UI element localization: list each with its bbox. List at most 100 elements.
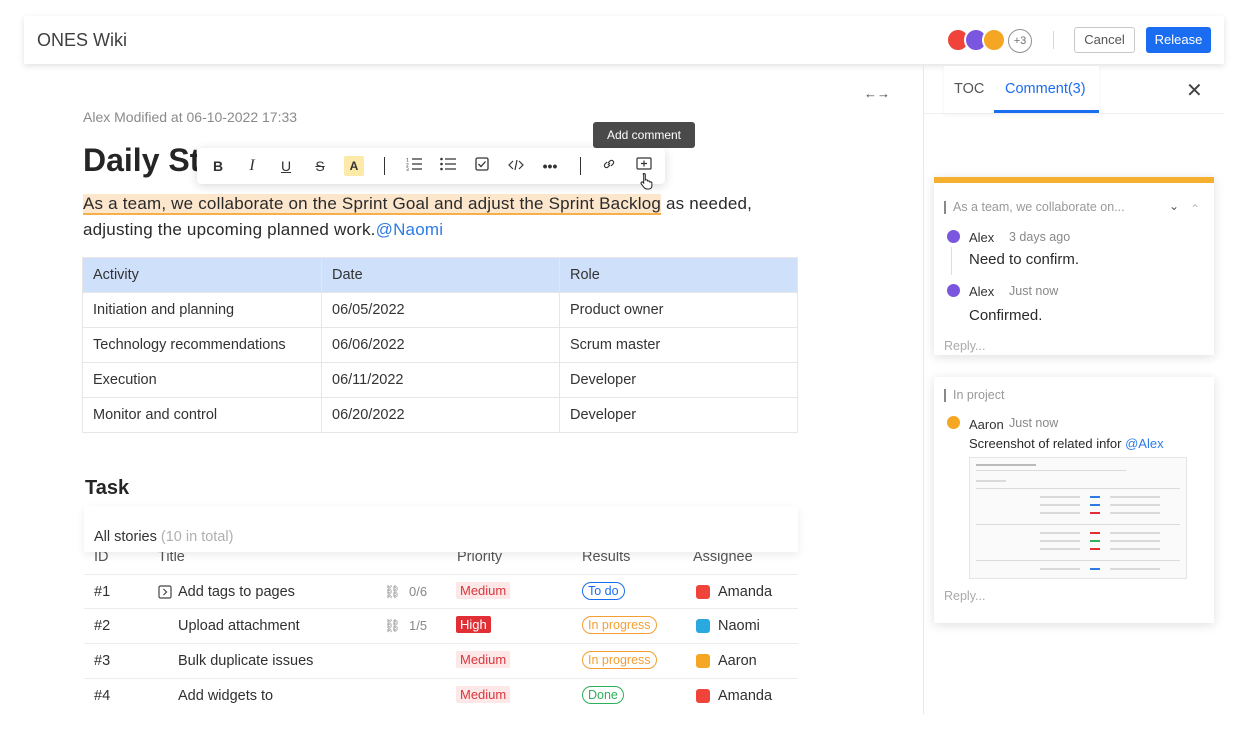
checkbox-icon[interactable] [472,156,492,176]
priority-badge[interactable]: Medium [456,582,511,599]
highlight-icon[interactable]: A [344,156,364,176]
reply-input[interactable]: Reply... [944,339,986,353]
stories-label: All stories (10 in total) [94,529,233,545]
status-badge[interactable]: In progress [582,616,657,634]
task-title[interactable]: Add tags to pages [178,584,295,600]
status-badge[interactable]: In progress [582,651,657,669]
thumbnail-line [1090,496,1100,498]
table-cell[interactable]: 06/06/2022 [321,327,560,363]
strikethrough-icon[interactable]: S [315,158,325,174]
stories-filter-bar[interactable]: All stories (10 in total) [84,506,798,552]
page-title[interactable]: Daily Sta [83,142,219,178]
thumbnail-line [976,560,1180,561]
close-icon[interactable]: ✕ [1186,80,1203,102]
comment-time: Just now [1009,416,1059,430]
link-icon[interactable] [599,156,619,176]
subtask-count: 0/6 [409,584,428,599]
thumbnail-line [1040,512,1080,514]
comment-text: Need to confirm. [969,251,1080,268]
table-cell[interactable]: Developer [559,397,798,433]
assignee-name[interactable]: Naomi [718,618,760,634]
status-badge[interactable]: Done [582,686,624,704]
thumbnail-line [1040,568,1080,570]
table-cell[interactable]: 06/20/2022 [321,397,560,433]
table-cell[interactable]: Technology recommendations [82,327,322,363]
thumbnail-line [1040,496,1080,498]
more-collaborators-badge[interactable]: +3 [1008,29,1032,53]
mention-link[interactable]: @Naomi [375,220,444,239]
active-tab-indicator [994,110,1099,113]
task-section-title: Task [85,477,130,499]
bullet-list-icon[interactable] [438,156,458,176]
code-icon[interactable] [506,156,526,176]
collaborator-avatars[interactable]: +3 [946,28,1056,54]
thumbnail-line [976,464,1036,466]
priority-badge[interactable]: Medium [456,686,511,703]
cancel-button[interactable]: Cancel [1074,27,1135,53]
table-cell[interactable]: 06/11/2022 [321,362,560,398]
task-title[interactable]: Bulk duplicate issues [178,653,314,669]
svg-text:1: 1 [406,158,409,164]
table-cell[interactable]: 06/05/2022 [321,292,560,328]
assignee-name[interactable]: Amanda [718,584,773,600]
more-icon[interactable]: ••• [542,158,558,174]
comment-author: Alex [969,284,995,299]
chevron-down-icon[interactable]: ⌄ [1169,199,1180,213]
table-cell[interactable]: Execution [82,362,322,398]
table-cell[interactable]: Developer [559,362,798,398]
priority-badge[interactable]: Medium [456,651,511,668]
priority-badge[interactable]: High [456,616,491,633]
column-header: Assignee [693,549,753,565]
table-row[interactable]: #3 Bulk duplicate issues Medium In progr… [84,644,798,679]
underline-icon[interactable]: U [280,158,292,174]
table-cell[interactable]: Monitor and control [82,397,322,433]
task-title[interactable]: Add widgets to [178,688,274,704]
table-cell[interactable]: Scrum master [559,327,798,363]
reply-input[interactable]: Reply... [944,589,986,603]
bold-icon[interactable]: B [212,158,224,174]
table-row[interactable]: #4 Add widgets to Medium Done Amanda [84,679,798,714]
mention-link[interactable]: @Alex [1125,436,1164,451]
tab-toc[interactable]: TOC [954,81,985,97]
column-header: Role [559,257,798,293]
add-comment-icon[interactable] [634,156,654,176]
thumbnail-line [1040,540,1080,542]
doc-paragraph[interactable]: As a team, we collaborate on the Sprint … [83,191,803,243]
subtask-icon: ⛓ [384,618,401,633]
column-header: Date [321,257,560,293]
table-row[interactable]: #1 Add tags to pages ⛓ 0/6 Medium To do … [84,574,798,609]
subtask-count: 1/5 [409,618,428,633]
thumbnail-line [976,488,1180,489]
thumbnail-line [976,480,1006,482]
stories-label-text: All stories [94,529,157,545]
table-cell[interactable]: Product owner [559,292,798,328]
thumbnail-line [1040,548,1080,550]
tab-comments[interactable]: Comment(3) [1005,81,1086,97]
assignee-name[interactable]: Amanda [718,688,773,704]
task-title[interactable]: Upload attachment [178,618,300,634]
italic-icon[interactable]: I [249,157,255,174]
comment-card[interactable]: As a team, we collaborate on... ⌄ ⌃ Alex… [934,177,1214,355]
thumbnail-line [1110,548,1160,550]
expand-task-icon[interactable] [158,585,172,603]
expand-width-icon[interactable]: ←→ [864,86,890,101]
activity-table: Activity Date Role Initiation and planni… [82,257,798,433]
thumbnail-line [976,524,1180,525]
avatar[interactable] [982,28,1006,52]
task-id: #3 [94,653,111,669]
release-button[interactable]: Release [1146,27,1211,53]
panel-tabs: TOC Comment(3) [944,66,1099,113]
table-cell[interactable]: Initiation and planning [82,292,322,328]
column-header: Title [158,549,185,565]
status-badge[interactable]: To do [582,582,625,600]
comment-quote[interactable]: As a team, we collaborate on... [944,201,1125,214]
header-divider [1053,31,1054,49]
comment-quote[interactable]: In project [944,389,1004,402]
chevron-up-icon[interactable]: ⌃ [1190,202,1201,216]
assignee-name[interactable]: Aaron [718,653,757,669]
screenshot-thumbnail[interactable] [969,457,1187,579]
commented-text-highlight[interactable]: As a team, we collaborate on the Sprint … [83,194,662,215]
comment-card[interactable]: In project Aaron Just now Screenshot of … [934,377,1214,623]
table-row[interactable]: #2 Upload attachment ⛓ 1/5 High In progr… [84,609,798,644]
